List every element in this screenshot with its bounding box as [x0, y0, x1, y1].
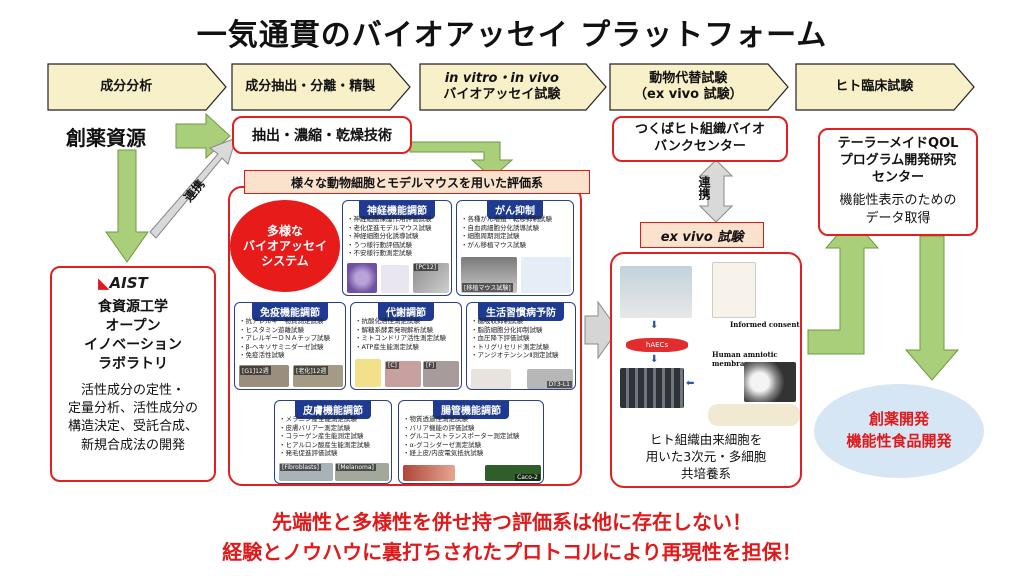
footer-line-2: 経験とノウハウに裏打ちされたプロトコルにより再現性を担保！ [222, 540, 802, 564]
mouse-image [381, 265, 409, 293]
stage-seibun-bunseki: 成分分析 [47, 63, 227, 111]
exvivo-banner: ex vivo 試験 [640, 222, 764, 248]
lab-image [620, 266, 692, 318]
panel-lifestyle: 生活習慣病予防 ・糖吸収抑制試験 ・脂肪細胞分化抑制試験 ・血圧降下評価試験 ・… [466, 302, 576, 390]
aist-logo: ◣AIST [98, 274, 148, 292]
aist-description: 活性成分の定性・ 定量分析、活性成分の 構造決定、受託合成、 新規合成法の開発 [67, 383, 198, 453]
immune-image-2: [老化]12週 [293, 365, 343, 387]
panel-immune: 免疫機能調節 ・抗アレルギー物質測定試験 ・ヒスタミン遊離試験 ・アレルギーＤＮ… [234, 302, 346, 390]
eval-title-banner: 様々な動物細胞とモデルマウスを用いた評価系 [244, 170, 590, 194]
renkei-diagonal-label: 連携 [181, 177, 208, 205]
cancer-mouse-image: [移植マウス試験] [461, 257, 517, 293]
panel-head: 神経機能調節 [359, 201, 435, 219]
renkei-vertical-label: 連携 [697, 176, 711, 200]
consent-document-image [712, 262, 756, 318]
stage-doubutsu-daitai: 動物代替試験（ex vivo 試験） [609, 63, 789, 111]
panel-head: 皮膚機能調節 [295, 401, 371, 419]
tube-image [521, 257, 571, 293]
panel-head: 生活習慣病予防 [478, 303, 564, 321]
result-ellipse: 創薬開発 機能性食品開発 [814, 384, 984, 478]
down-arrow-icon-2: ⬇ [650, 354, 659, 365]
qol-title: テーラーメイドQOL プログラム開発研究 センター [837, 136, 959, 185]
aist-title: 食資源工学 オープン イノベーション ラボラトリ [84, 299, 182, 372]
panel-head: 代謝調節 [378, 303, 434, 321]
stage-label: 成分分析 [100, 78, 153, 94]
immune-image-1: [G1]12週 [239, 365, 289, 387]
adipocyte-image: DT3-L1 [527, 369, 573, 389]
stage-label: in vitro・in vivo [444, 70, 559, 86]
tissue-image [708, 404, 800, 426]
spheroid-image [744, 362, 796, 402]
skin-image-1: [Fibroblasts] [279, 463, 333, 481]
skin-image-2: [Melanoma] [335, 463, 389, 481]
neuro-cell-image: [PC12] [413, 263, 449, 293]
panel-list: ・神経細胞保護作用評価試験 ・老化促進モデルマウス試験 ・神経細胞分化誘導試験 … [347, 215, 432, 258]
panel-list: ・抗酸化活性測定試験 ・解糖系酵素発現解析試験 ・ミトコンドリア活性測定試験 ・… [355, 317, 446, 351]
stage-label: 動物代替試験 [649, 70, 728, 86]
panel-neuro: 神経機能調節 ・神経細胞保護作用評価試験 ・老化促進モデルマウス試験 ・神経細胞… [342, 200, 452, 296]
tayou-bioassay-circle: 多様な バイオアッセイ システム [230, 200, 340, 292]
panel-list: ・物質透過性測定試験 ・バリア機能の評価試験 ・グルコーストランスポーター測定試… [403, 415, 520, 458]
stage-label: ヒト臨床試験 [835, 78, 914, 94]
exvivo-box: Informed consent ⬇ hAECs Human amniotic … [610, 252, 802, 488]
panel-list: ・各種がん増殖・転移抑制試験 ・自血病細胞分化誘導試験 ・細胞周期測定試験 ・が… [461, 215, 552, 249]
panel-list: ・抗アレルギー物質測定試験 ・ヒスタミン遊離試験 ・アレルギーＤＮＡチップ試験 … [239, 317, 330, 360]
footer-line-1: 先端性と多様性を併せ持つ評価系は他に存在しない！ [272, 510, 752, 534]
panel-list: ・糖吸収抑制試験 ・脂肪細胞分化抑制試験 ・血圧降下評価試験 ・トリグリセリド測… [471, 317, 559, 360]
aist-box: ◣AIST 食資源工学 オープン イノベーション ラボラトリ 活性成分の定性・ … [50, 266, 216, 482]
metab-image-1: [C] [385, 361, 421, 387]
panel-skin: 皮膚機能調節 ・メラニン産生能測定試験 ・皮膚バリアー測定試験 ・コラーゲン産生… [274, 400, 392, 484]
illustration-image [355, 359, 381, 387]
petri-dish: hAECs [626, 338, 688, 352]
panel-head: がん抑制 [487, 201, 543, 219]
qol-box: テーラーメイドQOL プログラム開発研究 センター 機能性表示のための データ取… [818, 128, 978, 236]
extraction-box: 抽出・濃縮・乾燥技術 [232, 116, 412, 154]
panel-head: 免疫機能調節 [252, 303, 328, 321]
mice-image [471, 369, 511, 389]
page-title: 一気通貫のバイオアッセイ プラットフォーム [196, 18, 828, 53]
well-plate-image [620, 368, 684, 408]
virus-image [347, 263, 377, 293]
membrane-label: Human amniotic membrane [712, 350, 778, 368]
panel-head: 腸管機能調節 [433, 401, 509, 419]
down-arrow-icon: ⬇ [650, 320, 659, 331]
panel-gut: 腸管機能調節 ・物質透過性測定試験 ・バリア機能の評価試験 ・グルコーストランス… [398, 400, 544, 484]
gut-image-1 [403, 465, 455, 481]
stage-label-sub: バイオアッセイ試験 [443, 87, 561, 102]
aist-logo-mark: ◣ [98, 274, 110, 292]
qol-description: 機能性表示のための データ取得 [839, 193, 957, 226]
informed-consent-label: Informed consent [730, 320, 800, 329]
left-arrow-icon: ⬅ [686, 378, 695, 389]
souyaku-shigen-label: 創薬資源 [66, 126, 146, 150]
extraction-label: 抽出・濃縮・乾燥技術 [252, 128, 392, 144]
stage-hito-rinsho: ヒト臨床試験 [795, 63, 975, 111]
panel-list: ・メラニン産生能測定試験 ・皮膚バリアー測定試験 ・コラーゲン産生能測定試験 ・… [279, 415, 370, 458]
gut-image-2: Caco-2 [485, 465, 541, 481]
panel-cancer: がん抑制 ・各種がん増殖・転移抑制試験 ・自血病細胞分化誘導試験 ・細胞周期測定… [456, 200, 574, 296]
stage-label-sub: （ex vivo 試験） [634, 87, 743, 102]
panel-metabolism: 代謝調節 ・抗酸化活性測定試験 ・解糖系酵素発現解析試験 ・ミトコンドリア活性測… [350, 302, 462, 390]
metab-image-2: [F] [423, 361, 459, 387]
stage-chushutsu: 成分抽出・分離・精製 [231, 63, 411, 111]
stage-label: 成分抽出・分離・精製 [245, 78, 376, 94]
exvivo-description: ヒト組織由来細胞を 用いた3次元・多細胞 共培養系 [645, 432, 767, 481]
tsukuba-box: つくばヒト組織バイオ バンクセンター [612, 116, 788, 162]
